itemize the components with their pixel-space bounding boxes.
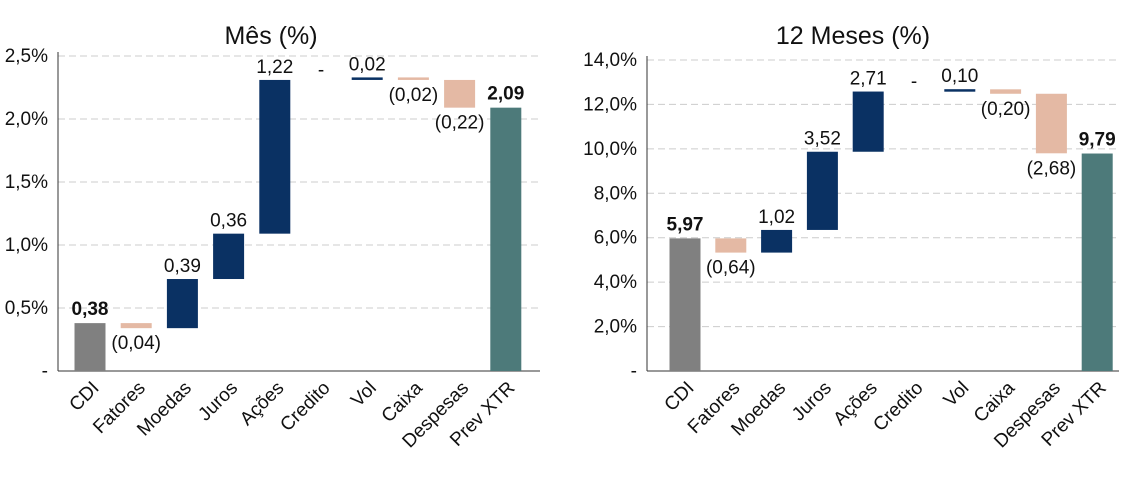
bar-fatores	[715, 238, 747, 253]
data-label: (0,02)	[389, 85, 439, 106]
chart-title: 12 Meses (%)	[776, 22, 930, 50]
bar-despesas	[1035, 93, 1067, 154]
data-label: 0,36	[210, 211, 247, 232]
x-tick-label: Vol	[940, 378, 974, 412]
y-tick-label: 2,0%	[594, 317, 637, 338]
data-label: 0,38	[72, 299, 109, 320]
x-tick-label: Juros	[788, 378, 836, 426]
y-tick-label: 0,5%	[5, 298, 48, 319]
data-label: 1,22	[256, 57, 293, 78]
bar-prev-xtr	[490, 107, 522, 371]
data-label: 0,10	[941, 66, 978, 87]
y-tick-label: 4,0%	[594, 272, 637, 293]
data-label: 9,79	[1079, 130, 1116, 151]
data-label: -	[911, 72, 917, 93]
y-tick-label: 12,0%	[583, 94, 637, 115]
y-tick-label: 6,0%	[594, 228, 637, 249]
bar-cdi	[74, 323, 106, 371]
data-label: 2,71	[850, 69, 887, 90]
data-label: 3,52	[804, 129, 841, 150]
x-tick-label: CDI	[661, 378, 699, 416]
data-label: -	[318, 60, 324, 81]
x-tick-label: CDI	[66, 378, 104, 416]
bar-cdi	[669, 238, 701, 371]
data-label: 1,02	[758, 207, 795, 228]
y-tick-label: 1,0%	[5, 235, 48, 256]
x-tick-label: Credito	[276, 378, 334, 436]
bar-moedas	[166, 279, 198, 329]
y-tick-label: -	[631, 361, 637, 382]
y-tick-label: 1,5%	[5, 172, 48, 193]
bar-caixa	[397, 77, 429, 80]
y-tick-label: 2,5%	[5, 46, 48, 67]
chart-12-months: 12 Meses (%) 5,97 (0,64) 1,02 3,52 2,71 - 0,10…	[583, 22, 1119, 452]
y-tick-label: 14,0%	[583, 50, 637, 71]
bar-juros	[806, 151, 838, 230]
data-label: (2,68)	[1027, 158, 1077, 179]
y-tick-label: 8,0%	[594, 183, 637, 204]
y-tick-label: -	[42, 361, 48, 382]
x-tick-label: Vol	[347, 378, 381, 412]
data-label: 0,02	[349, 54, 386, 75]
data-label: 0,39	[164, 256, 201, 277]
data-label: (0,04)	[111, 333, 161, 354]
bar-ações	[852, 91, 884, 152]
data-label: 2,09	[487, 84, 524, 105]
data-label: (0,22)	[435, 113, 485, 134]
chart-month: Mês (%) 0,38(0,04) 0,39 0,36 1,22 - 0,02(0,02…	[5, 22, 540, 452]
chart-title: Mês (%)	[224, 22, 317, 50]
bar-vol	[351, 77, 383, 80]
y-tick-label: 10,0%	[583, 139, 637, 160]
data-label: (0,64)	[706, 258, 756, 279]
bar-vol	[944, 89, 976, 92]
x-tick-label: Juros	[194, 378, 242, 426]
data-label: (0,20)	[981, 99, 1031, 120]
y-tick-label: 2,0%	[5, 109, 48, 130]
bar-moedas	[761, 229, 793, 253]
data-label: 5,97	[667, 214, 704, 235]
bar-despesas	[444, 79, 476, 108]
x-tick-label: Credito	[869, 378, 927, 436]
bar-ações	[259, 79, 291, 234]
bar-prev-xtr	[1081, 153, 1113, 371]
bar-caixa	[990, 89, 1022, 94]
bar-fatores	[120, 323, 152, 329]
bar-juros	[213, 233, 245, 280]
